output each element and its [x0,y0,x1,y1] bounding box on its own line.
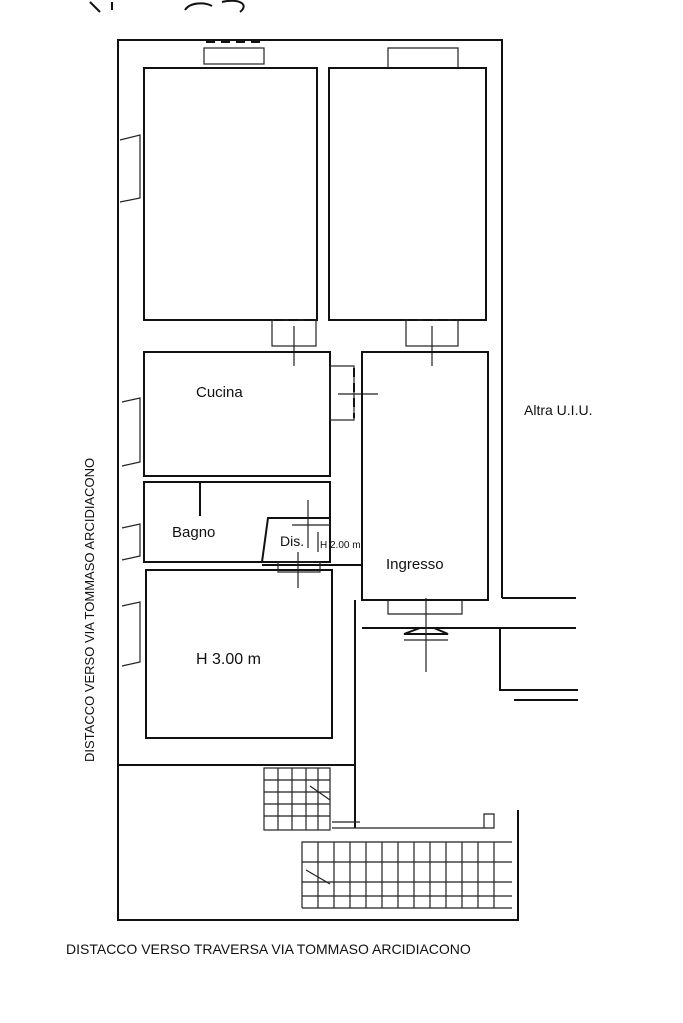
bottom-side-setback-label: DISTACCO VERSO TRAVERSA VIA TOMMASO ARCI… [66,941,471,957]
outer-walls [117,39,578,921]
hallway-height-label: H 2.00 m [320,540,361,551]
room-kitchen: Cucina [121,351,378,477]
room-top-left [119,41,318,366]
other-unit-label: Altra U.I.U. [524,402,592,418]
kitchen-label: Cucina [196,384,243,401]
room-entrance: Ingresso [361,351,489,672]
room-bathroom: Bagno [121,481,331,563]
room-hallway: Dis. H 2.00 m [261,490,362,566]
main-room-height-label: H 3.00 m [196,651,261,668]
room-top-right [328,47,487,366]
bathroom-label: Bagno [172,524,215,541]
stairs-lower [301,841,512,909]
room-main: H 3.00 m [121,552,333,739]
page-header-fragment [89,0,245,13]
entrance-label: Ingresso [386,556,444,573]
stairs-upper [263,767,331,831]
courtyard [332,813,495,829]
left-side-setback-label: DISTACCO VERSO VIA TOMMASO ARCIDIACONO [82,458,97,762]
hallway-label: Dis. [280,533,304,549]
